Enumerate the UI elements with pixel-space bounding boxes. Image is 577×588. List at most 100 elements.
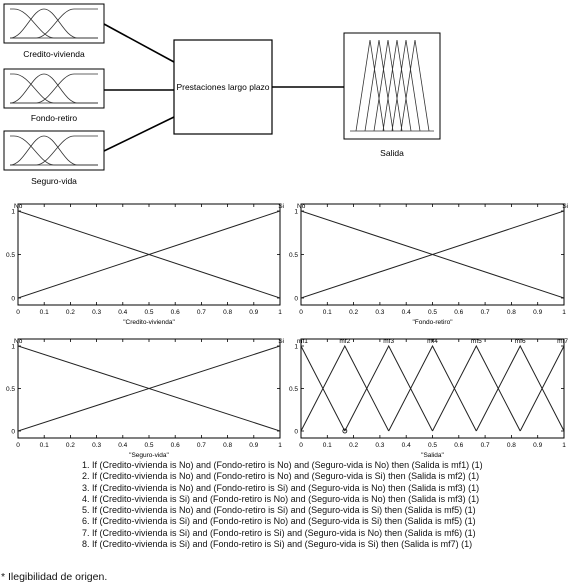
x-tick-label: 0.7: [197, 442, 206, 449]
series-line-mf5: [432, 344, 521, 432]
series-label-mf3: mf3: [383, 338, 394, 345]
fuzzy-system-figure: Credito-vivienda Fondo-retiro Seguro-vid…: [3, 3, 568, 459]
series-line-Si: [18, 210, 280, 299]
series-line-mf3: [344, 344, 433, 432]
x-tick-label: 0.3: [375, 309, 384, 316]
series-lines: [18, 345, 280, 432]
x-tick-label: 0.4: [118, 309, 127, 316]
series-label-No: No: [14, 338, 23, 345]
input-block-seguro: Seguro-vida: [3, 130, 105, 186]
x-tick-label: 0.8: [223, 442, 232, 449]
x-tick-label: 1: [562, 309, 566, 316]
input-curves-credito: [9, 8, 98, 39]
x-tick-label: 1: [278, 442, 282, 449]
x-tick-label: 0.5: [428, 442, 437, 449]
x-tick-label: 0.2: [66, 309, 75, 316]
x-tick-label: 0.6: [454, 309, 463, 316]
x-tick-label: 0.8: [507, 442, 516, 449]
series-line-Si: [301, 210, 564, 299]
x-tick-label: 0.4: [118, 442, 127, 449]
series-label-mf5: mf5: [471, 338, 482, 345]
series-label-Si: Si: [278, 338, 284, 345]
y-tick-label: 1: [294, 208, 298, 215]
x-tick-label: 0: [299, 442, 303, 449]
rule-line: 2. If (Credito-vivienda is No) and (Fond…: [82, 471, 480, 482]
rule-line: 4. If (Credito-vivienda is Si) and (Fond…: [82, 493, 480, 504]
rule-line: 6. If (Credito-vivienda is Si) and (Fond…: [82, 516, 476, 527]
y-tick-label: 0: [294, 295, 298, 302]
x-tick-label: 0: [299, 309, 303, 316]
series-label-No: No: [297, 203, 306, 210]
connector-seguro: [103, 116, 175, 152]
x-tick-label: 0.2: [349, 442, 358, 449]
series-line-mf7: [519, 344, 564, 432]
input-curves-seguro: [9, 135, 98, 166]
x-tick-label: 0.4: [402, 309, 411, 316]
x-tick-label: 0.4: [402, 442, 411, 449]
x-tick-label: 0.5: [144, 309, 153, 316]
x-tick-label: 0.2: [66, 442, 75, 449]
x-tick-label: 0.9: [533, 309, 542, 316]
y-tick-label: 0.5: [6, 386, 15, 393]
series-line-Si: [18, 345, 280, 432]
rule-list: 1. If (Credito-vivienda is No) and (Fond…: [82, 460, 483, 550]
x-tick-label: 0.3: [92, 309, 101, 316]
x-tick-label: 0.8: [223, 309, 232, 316]
y-tick-label: 0: [11, 428, 15, 435]
x-tick-label: 0.1: [40, 309, 49, 316]
input-label-seguro: Seguro-vida: [31, 176, 77, 186]
series-label-Si: Si: [562, 203, 568, 210]
x-tick-label: 0.9: [249, 442, 258, 449]
series-label-mf4: mf4: [427, 338, 438, 345]
y-tick-label: 0.5: [6, 252, 15, 259]
footnote: * Ilegibilidad de origen.: [1, 571, 108, 583]
input-curves-fondo: [9, 73, 98, 104]
series-line-mf2: [301, 344, 390, 432]
rule-line: 1. If (Credito-vivienda is No) and (Fond…: [82, 460, 483, 470]
input-label-credito: Credito-vivienda: [23, 49, 85, 59]
x-tick-label: 0: [16, 442, 20, 449]
x-tick-label: 1: [562, 442, 566, 449]
system-label: Prestaciones largo plazo: [176, 82, 269, 92]
series-label-No: No: [14, 203, 23, 210]
output-triangles: [350, 39, 434, 132]
output-label: Salida: [380, 148, 404, 158]
y-tick-label: 0: [11, 295, 15, 302]
x-tick-label: 0.7: [481, 309, 490, 316]
x-tick-label: 0.6: [171, 309, 180, 316]
x-tick-label: 0.2: [349, 309, 358, 316]
rule-line: 8. If (Credito-vivienda is Si) and (Fond…: [82, 539, 473, 550]
rule-line: 3. If (Credito-vivienda is No) and (Fond…: [82, 482, 480, 493]
connection-lines: [103, 23, 344, 152]
x-tick-label: 0: [16, 309, 20, 316]
series-label-mf6: mf6: [515, 338, 526, 345]
x-tick-label: 0.1: [323, 309, 332, 316]
x-tick-label: 0.1: [40, 442, 49, 449]
y-tick-label: 1: [294, 343, 298, 350]
x-tick-label: 0.9: [533, 442, 542, 449]
series-lines: [18, 210, 280, 299]
y-tick-label: 0.5: [289, 252, 298, 259]
output-block: Salida: [343, 32, 441, 158]
series-lines: [301, 210, 564, 299]
x-tick-label: 0.6: [171, 442, 180, 449]
x-axis-label: "Credito-vivienda": [123, 319, 175, 326]
rule-line: 7. If (Credito-vivienda is Si) and (Fond…: [82, 527, 476, 538]
series-line-mf1: [301, 344, 346, 432]
x-tick-label: 0.7: [197, 309, 206, 316]
series-line-mf4: [388, 344, 477, 432]
x-tick-label: 0.5: [428, 309, 437, 316]
selection-marker: [342, 428, 348, 434]
series-label-Si: Si: [278, 203, 284, 210]
y-tick-label: 1: [11, 208, 15, 215]
y-tick-label: 1: [11, 343, 15, 350]
x-tick-label: 0.3: [92, 442, 101, 449]
x-tick-label: 0.7: [481, 442, 490, 449]
x-axis-label: "Fondo-retiro": [412, 319, 453, 326]
y-tick-label: 0: [294, 428, 298, 435]
input-label-fondo: Fondo-retiro: [31, 113, 78, 123]
series-lines: [301, 344, 564, 432]
series-label-mf2: mf2: [339, 338, 350, 345]
series-line-mf6: [475, 344, 564, 432]
